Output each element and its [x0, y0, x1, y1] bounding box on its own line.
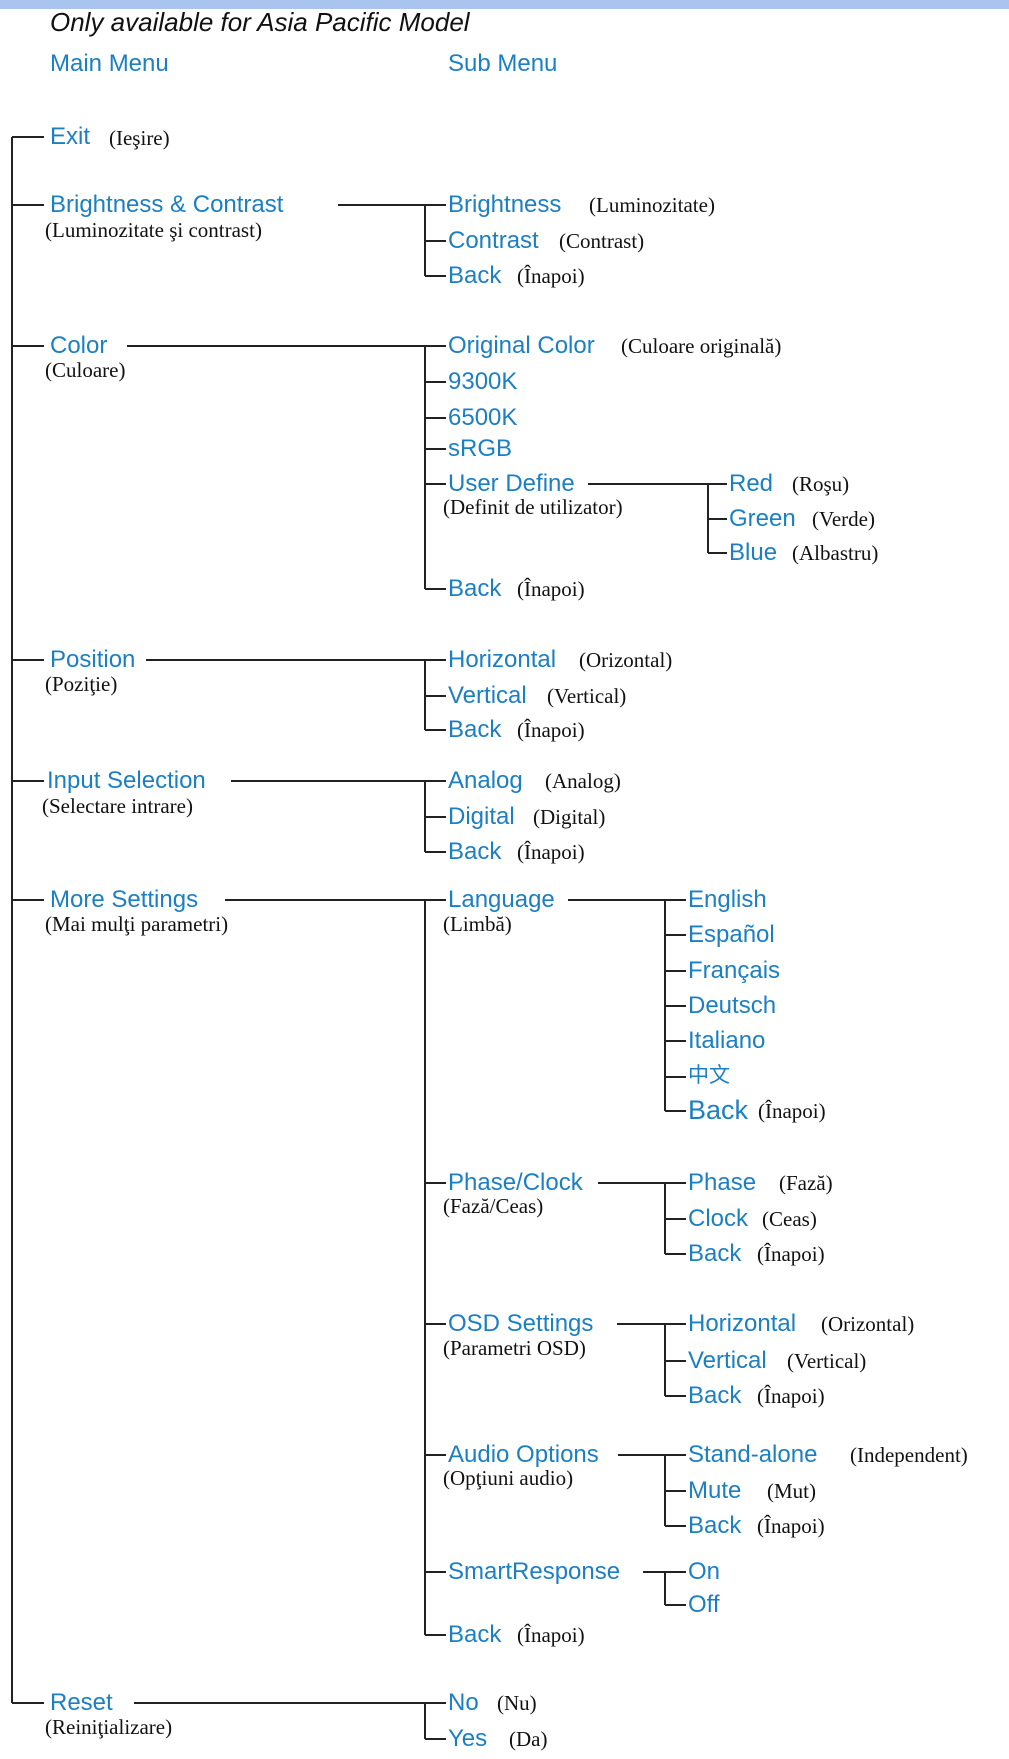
sub-item-input-back: Back: [448, 838, 502, 865]
third-item-audio-back-translation: (Înapoi): [757, 1514, 825, 1538]
third-item-language-back: Back: [688, 1095, 749, 1125]
main-item-input-selection-translation: (Selectare intrare): [42, 794, 193, 818]
sub-item-more-settings-back-translation: (Înapoi): [517, 1623, 585, 1647]
sub-item-no-translation: (Nu): [497, 1691, 537, 1715]
sub-item-osd-settings-translation: (Parametri OSD): [443, 1336, 586, 1360]
sub-item-more-settings-back: Back: [448, 1621, 502, 1648]
third-item-language-back-translation: (Înapoi): [758, 1099, 826, 1123]
sub-item-bc-back-translation: (Înapoi): [517, 264, 585, 288]
third-item-audio-back: Back: [688, 1512, 742, 1539]
sub-item-brightness-translation: (Luminozitate): [589, 193, 715, 217]
sub-item-color-back: Back: [448, 575, 502, 602]
sub-item-contrast: Contrast: [448, 227, 539, 254]
sub-item-audio-options: Audio Options: [448, 1441, 599, 1468]
main-item-position-translation: (Poziţie): [45, 672, 118, 696]
sub-item-position-horizontal-translation: (Orizontal): [579, 648, 673, 672]
sub-item-position-back-translation: (Înapoi): [517, 718, 585, 742]
sub-item-yes-translation: (Da): [509, 1727, 548, 1751]
third-item-standalone-translation: (Independent): [850, 1443, 968, 1467]
third-item-mute-translation: (Mut): [767, 1479, 816, 1503]
main-item-reset-translation: (Reiniţializare): [45, 1715, 173, 1739]
sub-item-language-translation: (Limbă): [443, 912, 512, 936]
sub-item-position-vertical-translation: (Vertical): [547, 684, 627, 708]
sub-menu-header: Sub Menu: [448, 50, 558, 77]
third-item-phase-clock-back-translation: (Înapoi): [757, 1242, 825, 1266]
third-item-osd-horizontal-translation: (Orizontal): [821, 1312, 915, 1336]
third-item-clock-translation: (Ceas): [762, 1207, 817, 1231]
third-item-osd-back: Back: [688, 1382, 742, 1409]
sub-item-analog: Analog: [448, 767, 523, 794]
main-item-more-settings: More Settings: [50, 886, 199, 913]
sub-item-9300k: 9300K: [448, 368, 518, 395]
sub-item-phase-clock-translation: (Fază/Ceas): [443, 1194, 544, 1218]
third-item-green-translation: (Verde): [812, 507, 875, 531]
sub-item-original-color-translation: (Culoare originală): [621, 334, 782, 358]
main-item-reset: Reset: [50, 1689, 113, 1716]
third-item-red-translation: (Roşu): [792, 472, 850, 496]
sub-item-user-define: User Define: [448, 470, 575, 497]
sub-item-input-back-translation: (Înapoi): [517, 840, 585, 864]
third-item-green: Green: [729, 505, 796, 532]
sub-item-position-back: Back: [448, 716, 502, 743]
main-item-exit-translation: (Ieşire): [109, 126, 170, 150]
sub-item-phase-clock: Phase/Clock: [448, 1169, 583, 1196]
third-item-francais: Français: [688, 957, 781, 984]
sub-item-language: Language: [448, 886, 555, 913]
main-item-color-translation: (Culoare): [45, 358, 126, 382]
sub-item-original-color: Original Color: [448, 332, 595, 359]
sub-item-color-back-translation: (Înapoi): [517, 577, 585, 601]
third-item-osd-horizontal: Horizontal: [688, 1310, 797, 1337]
sub-item-no: No: [448, 1689, 479, 1716]
sub-item-position-vertical: Vertical: [448, 682, 527, 709]
sub-item-analog-translation: (Analog): [545, 769, 621, 793]
main-item-color: Color: [50, 332, 108, 359]
sub-item-6500k: 6500K: [448, 404, 518, 431]
third-item-on: On: [688, 1558, 721, 1585]
third-item-clock: Clock: [688, 1205, 749, 1232]
third-item-osd-vertical: Vertical: [688, 1347, 767, 1374]
sub-item-yes: Yes: [448, 1725, 488, 1752]
third-item-espanol: Español: [688, 921, 775, 948]
sub-item-brightness: Brightness: [448, 191, 562, 218]
third-item-off: Off: [688, 1591, 720, 1618]
sub-item-osd-settings: OSD Settings: [448, 1310, 594, 1337]
third-item-mute: Mute: [688, 1477, 742, 1504]
main-item-exit: Exit: [50, 123, 91, 150]
availability-note: Only available for Asia Pacific Model: [50, 7, 470, 37]
third-item-english: English: [688, 886, 767, 913]
sub-item-srgb: sRGB: [448, 435, 513, 462]
sub-item-digital: Digital: [448, 803, 515, 830]
sub-item-digital-translation: (Digital): [533, 805, 606, 829]
main-item-input-selection: Input Selection: [47, 767, 206, 794]
third-item-italiano: Italiano: [688, 1027, 766, 1054]
main-item-brightness-contrast-translation: (Luminozitate şi contrast): [45, 218, 262, 242]
sub-item-smartresponse: SmartResponse: [448, 1558, 621, 1585]
third-item-blue: Blue: [729, 539, 778, 566]
third-item-standalone: Stand-alone: [688, 1441, 818, 1468]
main-item-brightness-contrast: Brightness & Contrast: [50, 191, 284, 218]
sub-item-bc-back: Back: [448, 262, 502, 289]
main-menu-header: Main Menu: [50, 50, 169, 77]
third-item-blue-translation: (Albastru): [792, 541, 879, 565]
sub-item-contrast-translation: (Contrast): [559, 229, 645, 253]
top-accent-bar: [0, 0, 1009, 9]
main-item-more-settings-translation: (Mai mulţi parametri): [45, 912, 229, 936]
sub-item-audio-options-translation: (Opţiuni audio): [443, 1466, 574, 1490]
third-item-phase-clock-back: Back: [688, 1240, 742, 1267]
sub-item-position-horizontal: Horizontal: [448, 646, 557, 673]
third-item-deutsch: Deutsch: [688, 992, 777, 1019]
third-item-osd-vertical-translation: (Vertical): [787, 1349, 867, 1373]
third-item-phase: Phase: [688, 1169, 757, 1196]
third-item-osd-back-translation: (Înapoi): [757, 1384, 825, 1408]
main-item-position: Position: [50, 646, 136, 673]
third-item-chinese: 中文: [688, 1064, 730, 1087]
sub-item-user-define-translation: (Definit de utilizator): [443, 495, 623, 519]
third-item-phase-translation: (Fază): [779, 1171, 833, 1195]
third-item-red: Red: [729, 470, 774, 497]
